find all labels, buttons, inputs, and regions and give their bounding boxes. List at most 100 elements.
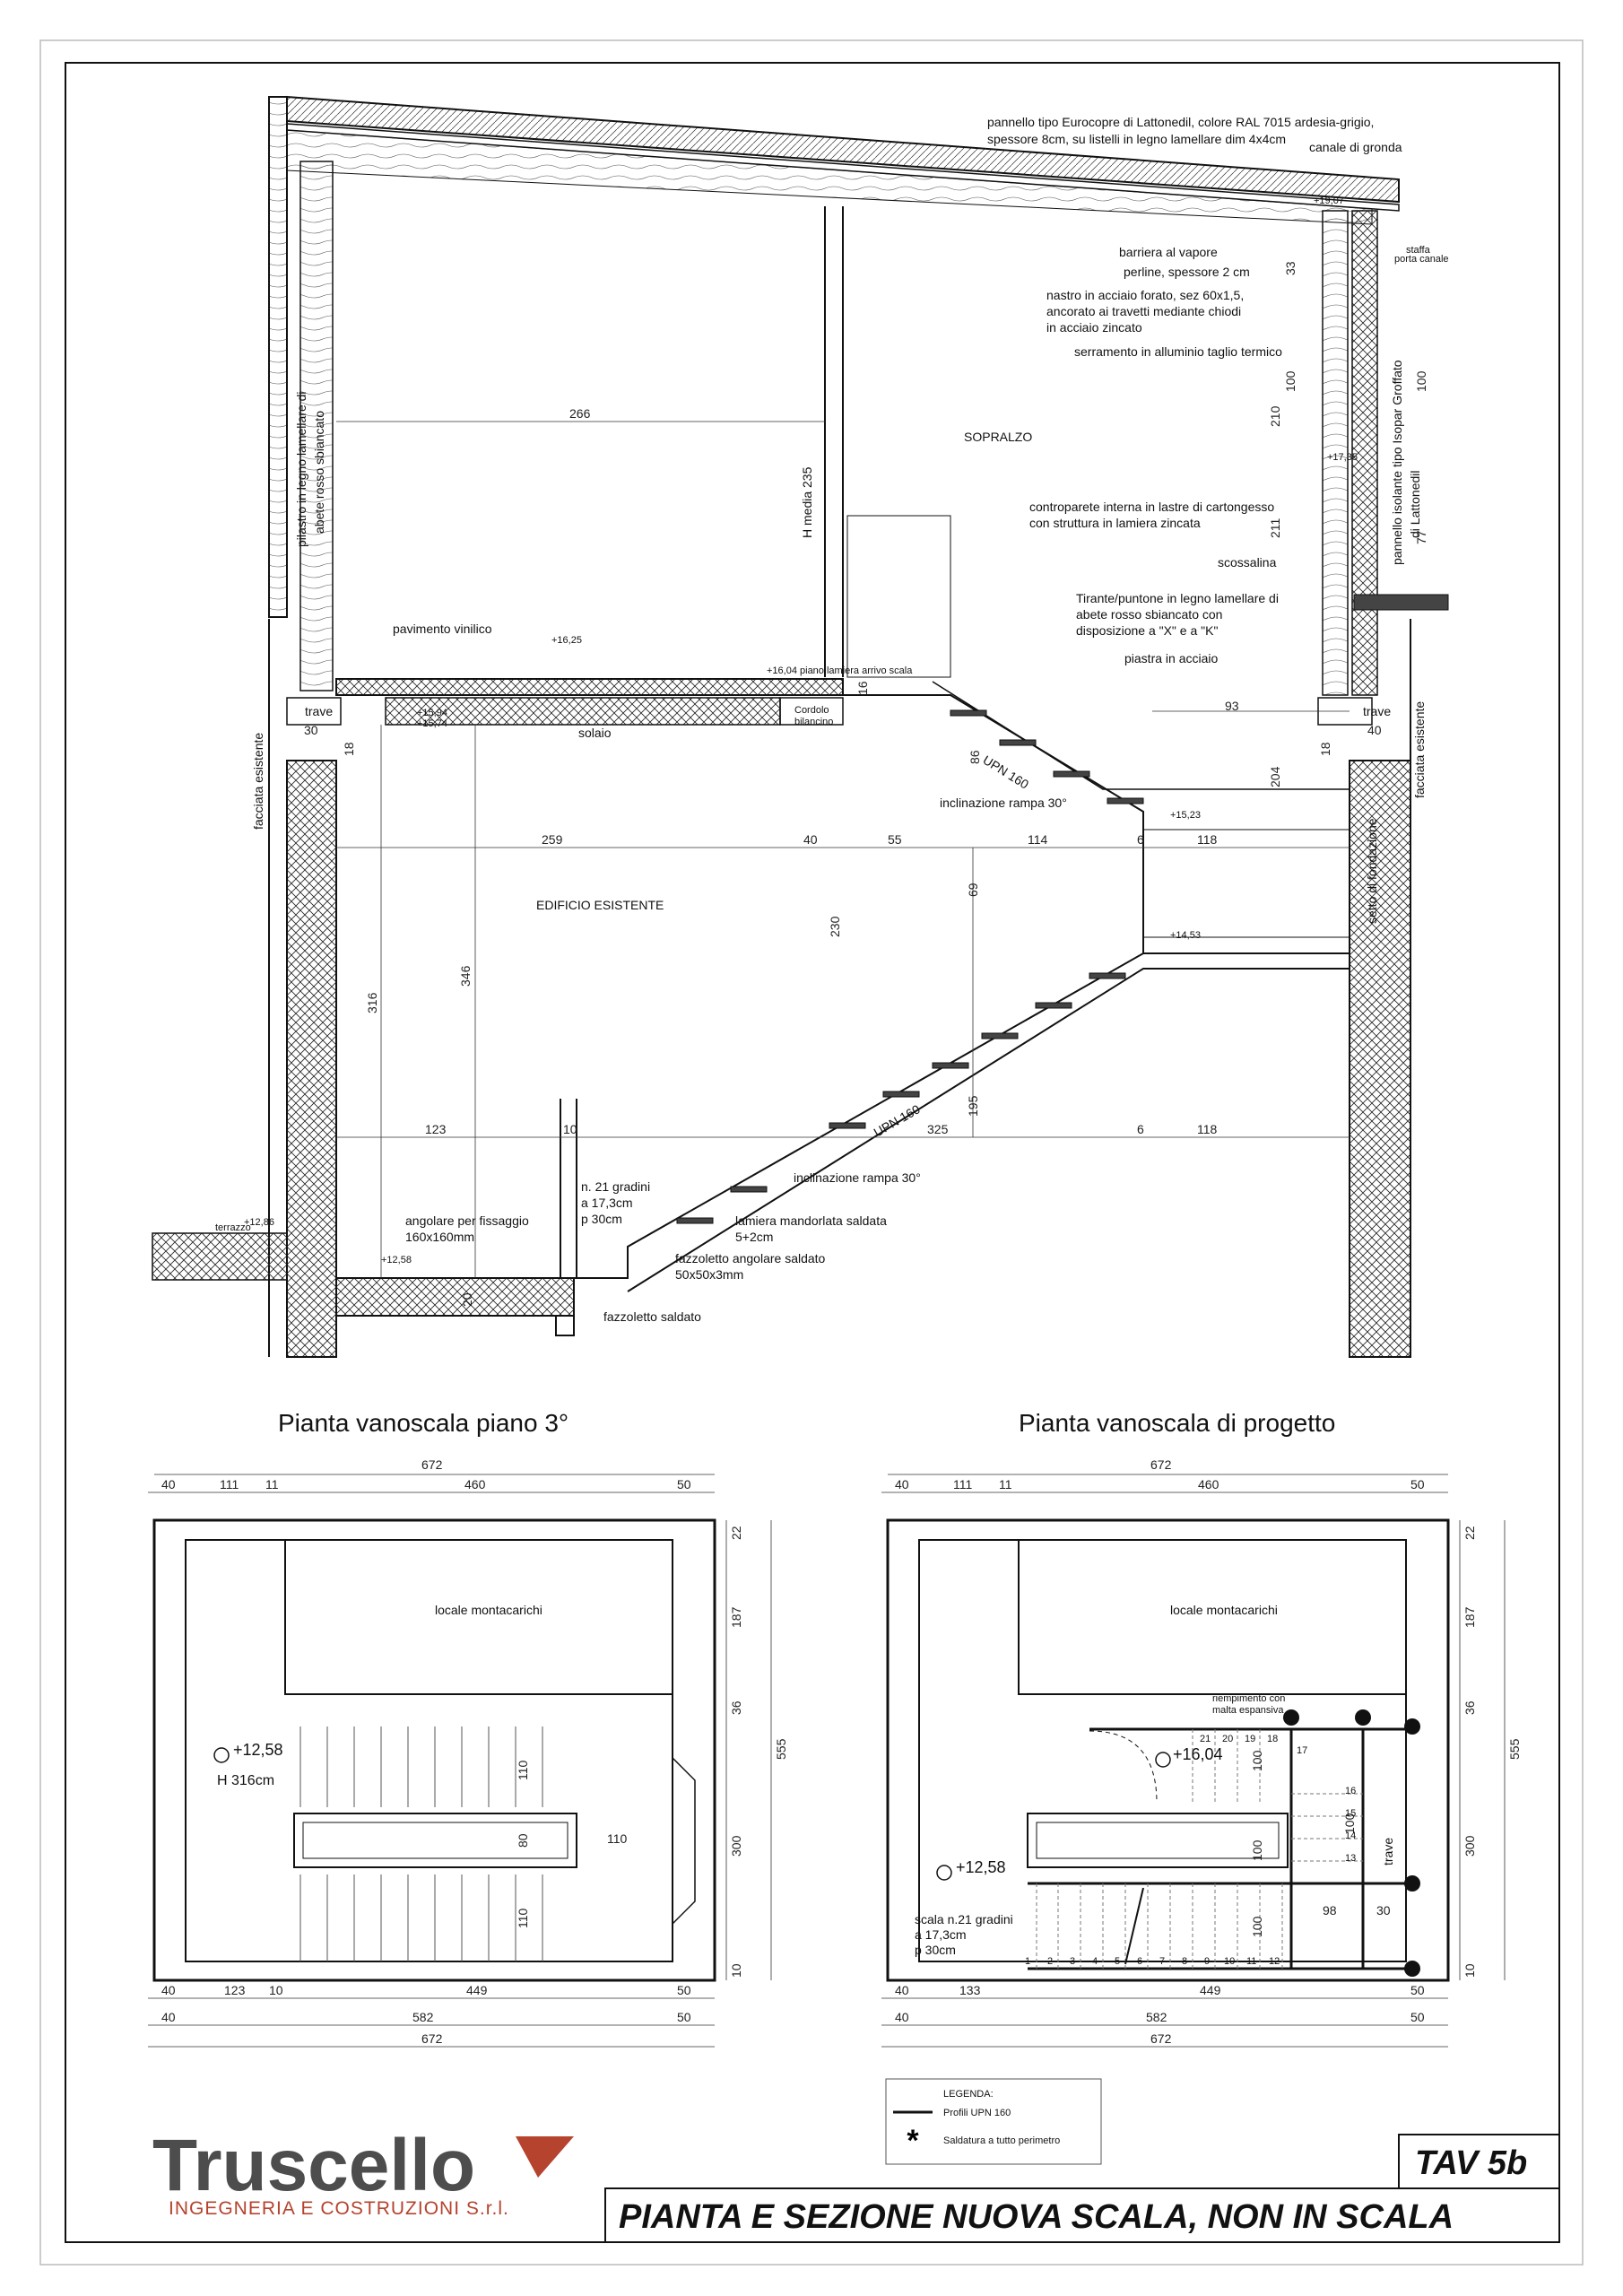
label-h-media: H media 235 xyxy=(800,466,814,538)
title-block: Truscello INGEGNERIA E COSTRUZIONI S.r.l… xyxy=(152,2125,1560,2243)
terrace xyxy=(152,1232,288,1281)
stair-lower-stringer-b xyxy=(627,968,1350,1292)
logo-triangle-icon xyxy=(516,2136,574,2178)
dim-266: 266 xyxy=(569,406,591,421)
svg-text:7: 7 xyxy=(1159,1956,1165,1967)
dim-18-left: 18 xyxy=(342,742,356,756)
dim-210: 210 xyxy=(1268,405,1282,427)
note-pavimento: pavimento vinilico xyxy=(393,622,492,636)
level-1735: +17,35 xyxy=(1327,452,1358,463)
dim-100-a: 100 xyxy=(1283,370,1298,392)
tav-number: TAV 5b xyxy=(1415,2144,1527,2182)
dim-211: 211 xyxy=(1268,517,1282,538)
legend-item-2: Saldatura a tutto perimetro xyxy=(943,2135,1060,2146)
ground-slab xyxy=(335,1277,575,1317)
level-1286: +12,86 xyxy=(244,1217,274,1228)
existing-wall-left xyxy=(286,760,337,1358)
plan-right-well-inner xyxy=(1036,1822,1280,1859)
label-staffa: staffa xyxy=(1406,245,1431,256)
level-1258-section: +12,58 xyxy=(381,1255,412,1265)
dim-118-lower: 118 xyxy=(1197,1122,1218,1136)
note-nastro-1: nastro in acciaio forato, sez 60x1,5, xyxy=(1046,288,1244,302)
plan-right-right-total: 555 xyxy=(1507,1738,1522,1760)
note-pannello-2: di Lattonedil xyxy=(1408,470,1422,538)
note-piastra: piastra in acciaio xyxy=(1124,651,1218,665)
plan-right-top-111: 111 xyxy=(953,1477,972,1492)
plan-left-d80: 80 xyxy=(516,1833,530,1848)
legend-item-1: Profili UPN 160 xyxy=(943,2108,1011,2118)
note-nastro-2: ancorato ai travetti mediante chiodi xyxy=(1046,304,1241,318)
plan-right-d100d: 100 xyxy=(1342,1813,1357,1834)
plan-left-outline xyxy=(152,1518,716,1982)
dim-346: 346 xyxy=(458,965,473,987)
dim-86: 86 xyxy=(968,750,982,764)
svg-text:19: 19 xyxy=(1245,1734,1255,1744)
plan-right-shaft xyxy=(1018,1539,1407,1695)
note-roof-panel-2: spessore 8cm, su listelli in legno lamel… xyxy=(987,132,1286,146)
plan-right-title: Pianta vanoscala di progetto xyxy=(1019,1409,1335,1437)
level-marker-bottom-icon xyxy=(936,1865,952,1881)
label-fazzoletto-3: fazzoletto saldato xyxy=(603,1309,701,1324)
section-view xyxy=(152,95,1449,1358)
svg-text:1: 1 xyxy=(1025,1956,1030,1967)
plan-right-right-300: 300 xyxy=(1462,1835,1477,1857)
plan-right-scala-1: scala n.21 gradini xyxy=(915,1912,1013,1926)
plan-left: Pianta vanoscala piano 3° locale montaca… xyxy=(148,1409,788,2048)
note-pannello-1: pannello isolante tipo Isopar Groffato xyxy=(1390,360,1404,565)
plan-left-top-total: 672 xyxy=(421,1457,443,1472)
plan-right-top-40: 40 xyxy=(895,1477,909,1492)
label-gradini-2: a 17,3cm xyxy=(581,1196,633,1210)
svg-text:20: 20 xyxy=(1222,1734,1233,1744)
plan-left-dims xyxy=(148,1474,772,2048)
label-facciata-right: facciata esistente xyxy=(1412,701,1427,798)
plan-right-level-bottom: +12,58 xyxy=(956,1858,1006,1876)
dim-259: 259 xyxy=(542,832,563,847)
company-logo: Truscello xyxy=(152,2125,475,2206)
level-1523: +15,23 xyxy=(1170,810,1201,821)
svg-text:4: 4 xyxy=(1092,1956,1098,1967)
label-setto: setto di fondazione xyxy=(1365,818,1379,924)
dim-77: 77 xyxy=(1414,530,1428,544)
plan-right-d100b: 100 xyxy=(1250,1839,1264,1861)
outer-border xyxy=(39,39,1584,2266)
note-serramento: serramento in alluminio taglio termico xyxy=(1074,344,1282,359)
dim-16: 16 xyxy=(855,681,870,695)
label-terrazzo: terrazzo xyxy=(215,1222,251,1233)
plan-right-locale: locale montacarichi xyxy=(1170,1603,1278,1617)
stair-lower-stringer xyxy=(574,952,1350,1279)
plan-left-right-total: 555 xyxy=(774,1738,788,1760)
label-facciata-left: facciata esistente xyxy=(251,733,265,830)
extension-floor xyxy=(335,678,844,696)
plan-right-d98: 98 xyxy=(1323,1903,1337,1918)
plan-left-well-inner xyxy=(302,1822,568,1859)
svg-text:12: 12 xyxy=(1269,1956,1280,1967)
upper-railing xyxy=(846,515,951,678)
dim-18-right: 18 xyxy=(1318,742,1332,756)
plan-left-top-460: 460 xyxy=(464,1477,486,1492)
label-angolare-2: 160x160mm xyxy=(405,1230,474,1244)
plan-right-nodes xyxy=(1283,1709,1420,1977)
plan-left-right-187: 187 xyxy=(729,1606,743,1628)
plan-right-riempimento-1: riempimento con xyxy=(1212,1693,1285,1704)
plan-right-mid-582: 582 xyxy=(1146,2010,1167,2024)
plan-right-diag xyxy=(1124,1887,1144,1965)
drawing-title: PIANTA E SEZIONE NUOVA SCALA, NON IN SCA… xyxy=(619,2198,1454,2236)
svg-text:3: 3 xyxy=(1070,1956,1075,1967)
dim-30-left: 30 xyxy=(304,723,318,737)
stair-upper-stringer xyxy=(843,694,1144,953)
note-barriera: barriera al vapore xyxy=(1119,245,1218,259)
dim-69: 69 xyxy=(966,883,980,897)
dim-40: 40 xyxy=(803,832,818,847)
level-marker-icon xyxy=(213,1747,230,1763)
label-incl-lower: inclinazione rampa 30° xyxy=(794,1170,921,1185)
svg-text:2: 2 xyxy=(1047,1956,1053,1967)
svg-text:17: 17 xyxy=(1297,1745,1307,1756)
label-fazzoletto-1: fazzoletto angolare saldato xyxy=(675,1251,826,1265)
plan-right-bot-40: 40 xyxy=(895,1983,909,1997)
level-1625: +16,25 xyxy=(551,635,582,646)
dim-114: 114 xyxy=(1028,832,1048,847)
plan-left-window xyxy=(672,1756,696,1926)
level-marker-top-icon xyxy=(1155,1752,1171,1768)
svg-text:13: 13 xyxy=(1345,1853,1356,1864)
plan-left-well xyxy=(293,1813,577,1868)
